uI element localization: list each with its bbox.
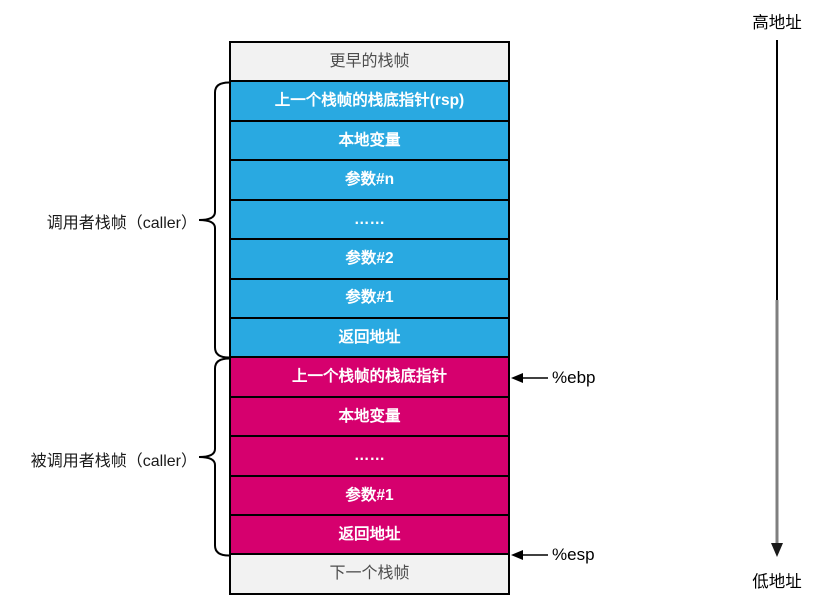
stack-row-callee-arg-1: 参数#1 [231, 476, 508, 515]
stack-row-caller-ellipsis: …… [231, 200, 508, 239]
low-address-label: 低地址 [752, 573, 802, 591]
stack-row-next-frame: 下一个栈帧 [231, 555, 508, 593]
stack-row-saved-base-pointer: 上一个栈帧的栈底指针 [231, 358, 508, 396]
stack-row-arg-n: 参数#n [231, 161, 508, 199]
stack-row-callee-return-addr: 返回地址 [231, 516, 508, 554]
caller-brace [198, 81, 230, 359]
caller-frame-label: 调用者栈帧（caller） [46, 215, 197, 232]
stack-row-caller-local-vars: 本地变量 [231, 121, 508, 160]
stack-column: 更早的栈帧 上一个栈帧的栈底指针(rsp) 本地变量 参数#n …… 参数#2 … [229, 41, 510, 595]
stack-row-arg-2: 参数#2 [231, 240, 508, 278]
stack-row-caller-arg-1: 参数#1 [231, 279, 508, 317]
stack-row-callee-local-vars: 本地变量 [231, 397, 508, 436]
callee-brace [198, 357, 230, 557]
stack-row-caller-return-addr: 返回地址 [231, 318, 508, 357]
callee-frame-label: 被调用者栈帧（caller） [30, 453, 197, 470]
ebp-pointer-arrow [511, 373, 548, 383]
high-address-label: 高地址 [752, 14, 802, 32]
stack-row-callee-ellipsis: …… [231, 437, 508, 475]
ebp-register-label: %ebp [552, 368, 596, 387]
esp-register-label: %esp [552, 545, 595, 564]
address-direction-arrow [771, 40, 783, 557]
stack-row-saved-base-pointer-rsp: 上一个栈帧的栈底指针(rsp) [231, 82, 508, 120]
stack-row-earlier-frame: 更早的栈帧 [231, 43, 508, 81]
esp-pointer-arrow [511, 550, 548, 560]
